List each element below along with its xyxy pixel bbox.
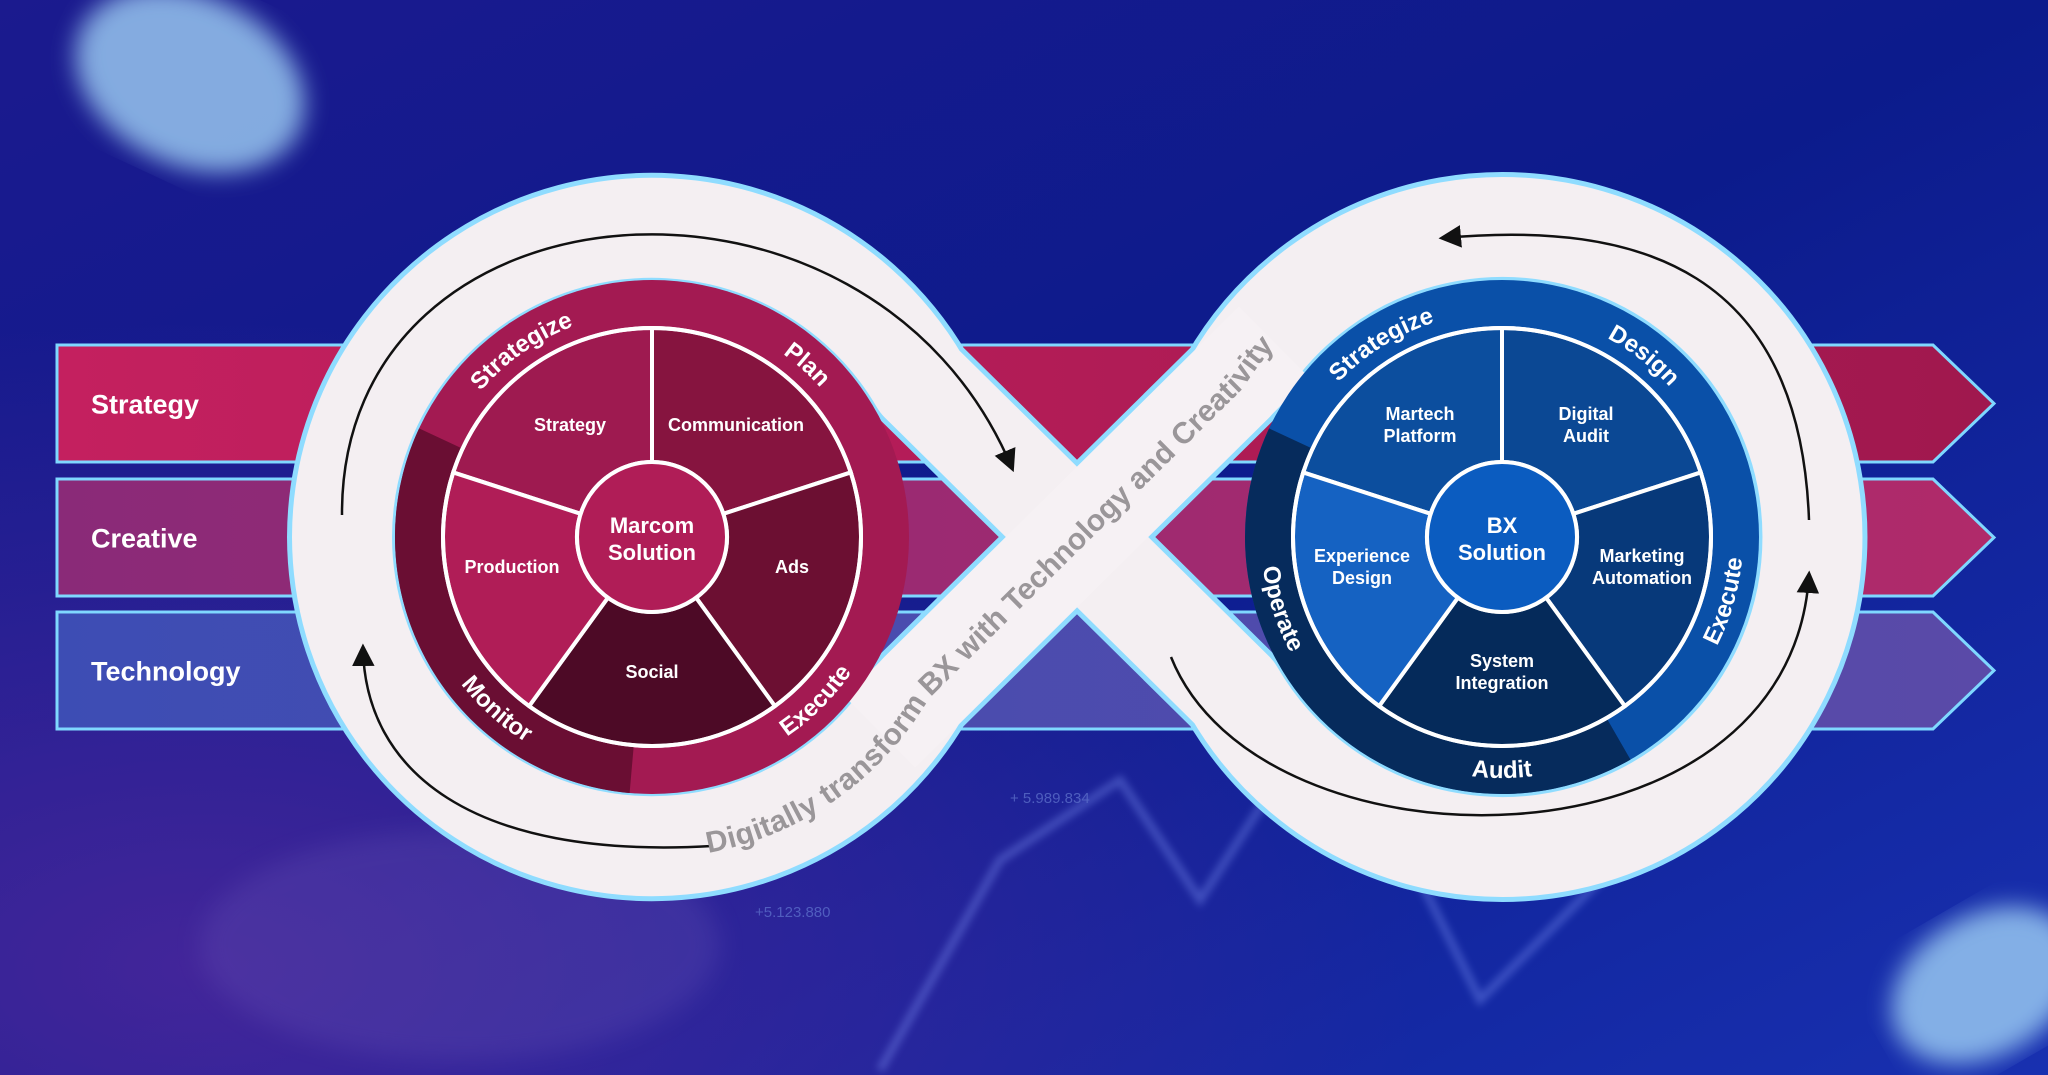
ring-label-text: Audit <box>1471 755 1533 784</box>
ticker-value: + 5.989.834 <box>1010 790 1090 807</box>
wheel-border <box>1291 326 1713 748</box>
ring-label: Audit <box>1471 755 1533 784</box>
segment-label-line: Experience <box>1314 546 1410 566</box>
band-label: Creative <box>91 524 198 554</box>
segment-label-line: Integration <box>1456 673 1549 693</box>
blurred-coin-top-left <box>75 0 305 173</box>
flow-arrow <box>1169 570 1820 817</box>
center-label: Solution <box>608 540 696 565</box>
segment-label-line: Communication <box>668 415 804 435</box>
flow-arrow <box>352 643 713 849</box>
flow-arrow <box>1438 225 1811 521</box>
center-label: BX <box>1487 513 1518 538</box>
segment-label-line: Design <box>1332 568 1392 588</box>
center-circle <box>575 460 729 614</box>
segment-label: Strategy <box>534 415 606 435</box>
infinity-loop <box>292 177 1863 897</box>
band-label: Strategy <box>91 390 199 420</box>
segment-label-line: Production <box>465 557 560 577</box>
crossing-band <box>844 306 1310 768</box>
flow-arrow <box>340 233 1016 516</box>
band-label: Technology <box>91 657 241 687</box>
center-label: Solution <box>1458 540 1546 565</box>
background-chart <box>876 691 1603 1072</box>
segment-label-line: Platform <box>1383 426 1456 446</box>
segment-label-line: Automation <box>1592 568 1692 588</box>
ticker-value: +5.123.880 <box>755 904 831 921</box>
wheel-border <box>441 326 863 748</box>
segment-label-line: Digital <box>1558 404 1613 424</box>
segment-label: Ads <box>775 557 809 577</box>
segment-label: Production <box>465 557 560 577</box>
center-circle <box>1425 460 1579 614</box>
segment-label-line: Ads <box>775 557 809 577</box>
blurred-coin-bottom-right <box>1891 906 2048 1064</box>
segment-label: Communication <box>668 415 804 435</box>
outer-ring-shade <box>1244 428 1631 795</box>
segment-label-line: Strategy <box>534 415 606 435</box>
outer-ring-shade <box>394 428 635 794</box>
segment-label-line: System <box>1470 651 1534 671</box>
segment-label-line: Marketing <box>1599 546 1684 566</box>
segment-label: Social <box>625 662 678 682</box>
center-label: Marcom <box>610 513 694 538</box>
segment-label-line: Social <box>625 662 678 682</box>
segment-label-line: Audit <box>1563 426 1609 446</box>
segment-label-line: Martech <box>1385 404 1454 424</box>
